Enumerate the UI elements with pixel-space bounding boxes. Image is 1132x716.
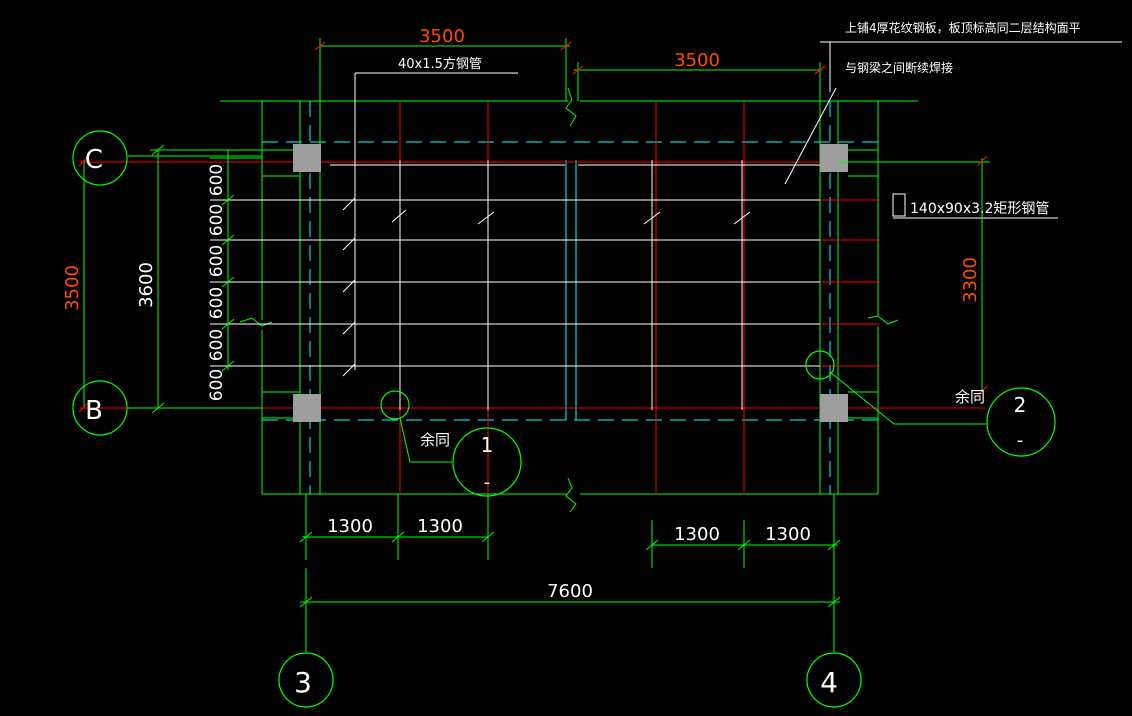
axis-label-4: 4 [820, 666, 838, 699]
dim-top-left: 3500 [419, 26, 465, 47]
dim-left-outer: 3500 [62, 265, 83, 311]
section-1-sheet: - [484, 472, 491, 493]
note-slab-line2: 与钢梁之间断续焊接 [845, 60, 953, 75]
label-square-tube: 40x1.5方钢管 [398, 56, 482, 72]
axis-label-3: 3 [294, 666, 312, 699]
column-b3 [293, 394, 321, 422]
dim-bottom-left-1: 1300 [327, 516, 373, 537]
labels: 3500 3500 3500 3600 3300 600 600 600 600… [62, 20, 1081, 699]
dim-right: 3300 [960, 257, 981, 303]
joist-spacing-1: 600 [207, 164, 227, 196]
dim-left-inner: 3600 [136, 262, 157, 308]
red-ticks [78, 41, 988, 413]
joist-spacing-3: 600 [207, 245, 227, 277]
section-2-sheet: - [1017, 430, 1024, 451]
dim-bottom-left-2: 1300 [417, 516, 463, 537]
column-c4 [820, 144, 848, 172]
section-1-number: 1 [481, 433, 494, 457]
dim-bottom-total: 7600 [547, 581, 593, 602]
axis-label-c: C [85, 145, 103, 175]
section-2-number: 2 [1014, 393, 1027, 417]
label-same-right: 余同 [955, 388, 985, 406]
column-b4 [820, 394, 848, 422]
axis-bubble-b [72, 380, 128, 436]
dimension-lines [83, 38, 990, 652]
slab-outline [220, 87, 918, 513]
dim-bottom-right-2: 1300 [765, 524, 811, 545]
section-bubble-1 [452, 427, 522, 497]
square-tube-grid [210, 41, 1122, 410]
columns [293, 144, 848, 422]
section-bubble-2 [986, 387, 1056, 457]
callout-circle-right [805, 350, 835, 380]
note-slab-line1: 上铺4厚花纹钢板，板顶标高同二层结构面平 [845, 20, 1081, 35]
dim-top-right: 3500 [674, 50, 720, 71]
callout-circle-left [380, 390, 410, 420]
axis-bubble-c [72, 130, 128, 186]
joist-spacing-2: 600 [207, 204, 227, 236]
axis-bubble-4 [806, 652, 862, 708]
label-same-left: 余同 [420, 431, 450, 449]
dim-bottom-right-1: 1300 [674, 524, 720, 545]
steel-beams-cyan [262, 101, 880, 494]
column-c3 [293, 144, 321, 172]
axis-bubbles [72, 130, 1056, 708]
joist-spacing-4: 600 [207, 287, 227, 319]
label-rect-tube: 140x90x3.2矩形钢管 [910, 201, 1049, 217]
joist-spacing-5: 600 [207, 329, 227, 361]
joist-spacing-6: 600 [207, 369, 227, 401]
axis-label-b: B [85, 396, 103, 426]
axis-bubble-3 [278, 652, 334, 708]
